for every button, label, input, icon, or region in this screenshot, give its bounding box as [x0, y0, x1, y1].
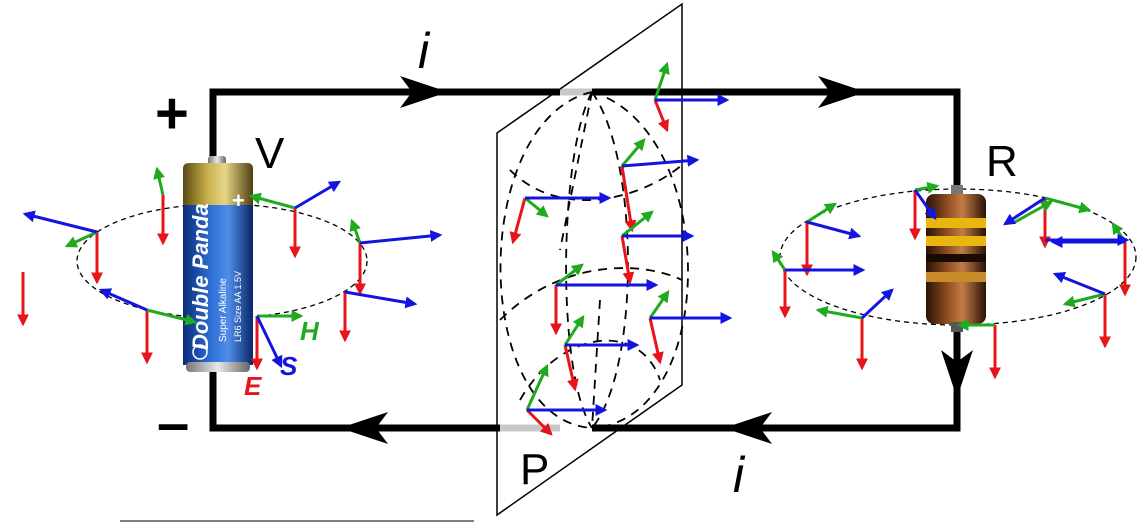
e-vector-15 [525, 408, 553, 436]
s-vector-20 [1052, 271, 1106, 296]
battery-terminal-mark: + [232, 188, 245, 213]
e-vector-label: E [244, 371, 262, 401]
h-vector-3 [349, 218, 362, 244]
s-vector-5 [98, 288, 148, 312]
s-vector-17 [913, 189, 937, 220]
circuit-wire [209, 88, 961, 432]
e-vector-8 [653, 99, 670, 133]
resistor-band-4 [926, 272, 986, 282]
h-vector-23 [771, 250, 787, 271]
e-vector-13 [648, 317, 664, 365]
e-vector-11 [620, 235, 635, 285]
s-vector-0 [22, 210, 98, 234]
h-vector-14 [563, 314, 585, 346]
wire-top-right [592, 88, 961, 432]
h-vector-1 [153, 166, 166, 196]
battery-bottom-cap [186, 362, 250, 372]
current-arrow-bottom-right [724, 412, 772, 444]
resistor-band-3 [926, 254, 986, 262]
wire-bottom-left [209, 372, 560, 432]
h-vector-9 [620, 138, 646, 167]
s-vector-18 [1002, 196, 1046, 226]
voltage-label: V [255, 129, 285, 178]
current-label-top: i [418, 23, 431, 79]
h-vector-20 [1062, 292, 1106, 308]
plus-terminal-label: + [155, 81, 189, 146]
s-vector-9 [621, 154, 700, 168]
h-vector-0 [64, 230, 98, 248]
h-vector-10 [524, 196, 549, 218]
current-label-bottom: i [733, 447, 746, 503]
h-field-vectors [64, 61, 1127, 411]
current-arrow-right-down [941, 350, 973, 398]
s-vector-16 [806, 220, 862, 240]
s-vector-21 [860, 288, 894, 320]
e-vector-10 [509, 197, 527, 245]
current-arrow-bottom-left [340, 412, 388, 444]
h-vector-5 [146, 308, 198, 326]
wire-gaps [500, 88, 592, 432]
battery-logo-icon [192, 344, 208, 360]
h-vector-16 [806, 202, 838, 224]
s-vector-4 [344, 290, 418, 309]
dashed-surface-lines [499, 91, 689, 429]
current-arrow-top-right [818, 76, 866, 108]
s-field-vectors [22, 94, 1130, 416]
h-vector-11 [621, 210, 654, 238]
e-vector-14 [563, 344, 579, 392]
s-vector-label: S [280, 351, 298, 381]
e-vector-9 [620, 165, 637, 233]
battery-size: LR6 Size AA 1.5V [233, 271, 243, 342]
minus-terminal-label: – [157, 391, 189, 456]
h-vector-12 [555, 263, 584, 287]
resistor-band-1 [926, 218, 986, 228]
resistance-label: R [986, 137, 1018, 186]
h-vector-label: H [300, 316, 320, 346]
h-vector-2 [248, 192, 296, 210]
h-vector-17 [914, 181, 940, 194]
h-vector-18 [1044, 196, 1092, 214]
s-vector-3 [359, 229, 443, 245]
battery: + Double Panda Super Alkaline LR6 Size A… [183, 156, 253, 372]
current-arrow-top-left [400, 76, 448, 108]
h-vector-13 [648, 290, 670, 319]
e-field-vectors [17, 99, 1131, 436]
battery-gold-section [183, 163, 253, 211]
resistor-band-2 [926, 236, 986, 246]
h-vector-8 [653, 61, 670, 101]
s-vector-2 [294, 180, 342, 210]
h-vector-25 [1014, 200, 1054, 224]
battery-type: Super Alkaline [218, 278, 229, 342]
battery-blue-section [183, 205, 253, 365]
s-vector-7 [255, 315, 283, 369]
battery-brand: Double Panda [188, 203, 213, 350]
plane-label: P [520, 445, 549, 494]
h-vector-21 [815, 305, 863, 320]
plane-p [496, 2, 689, 517]
h-vector-15 [525, 363, 549, 411]
resistor [926, 185, 986, 332]
